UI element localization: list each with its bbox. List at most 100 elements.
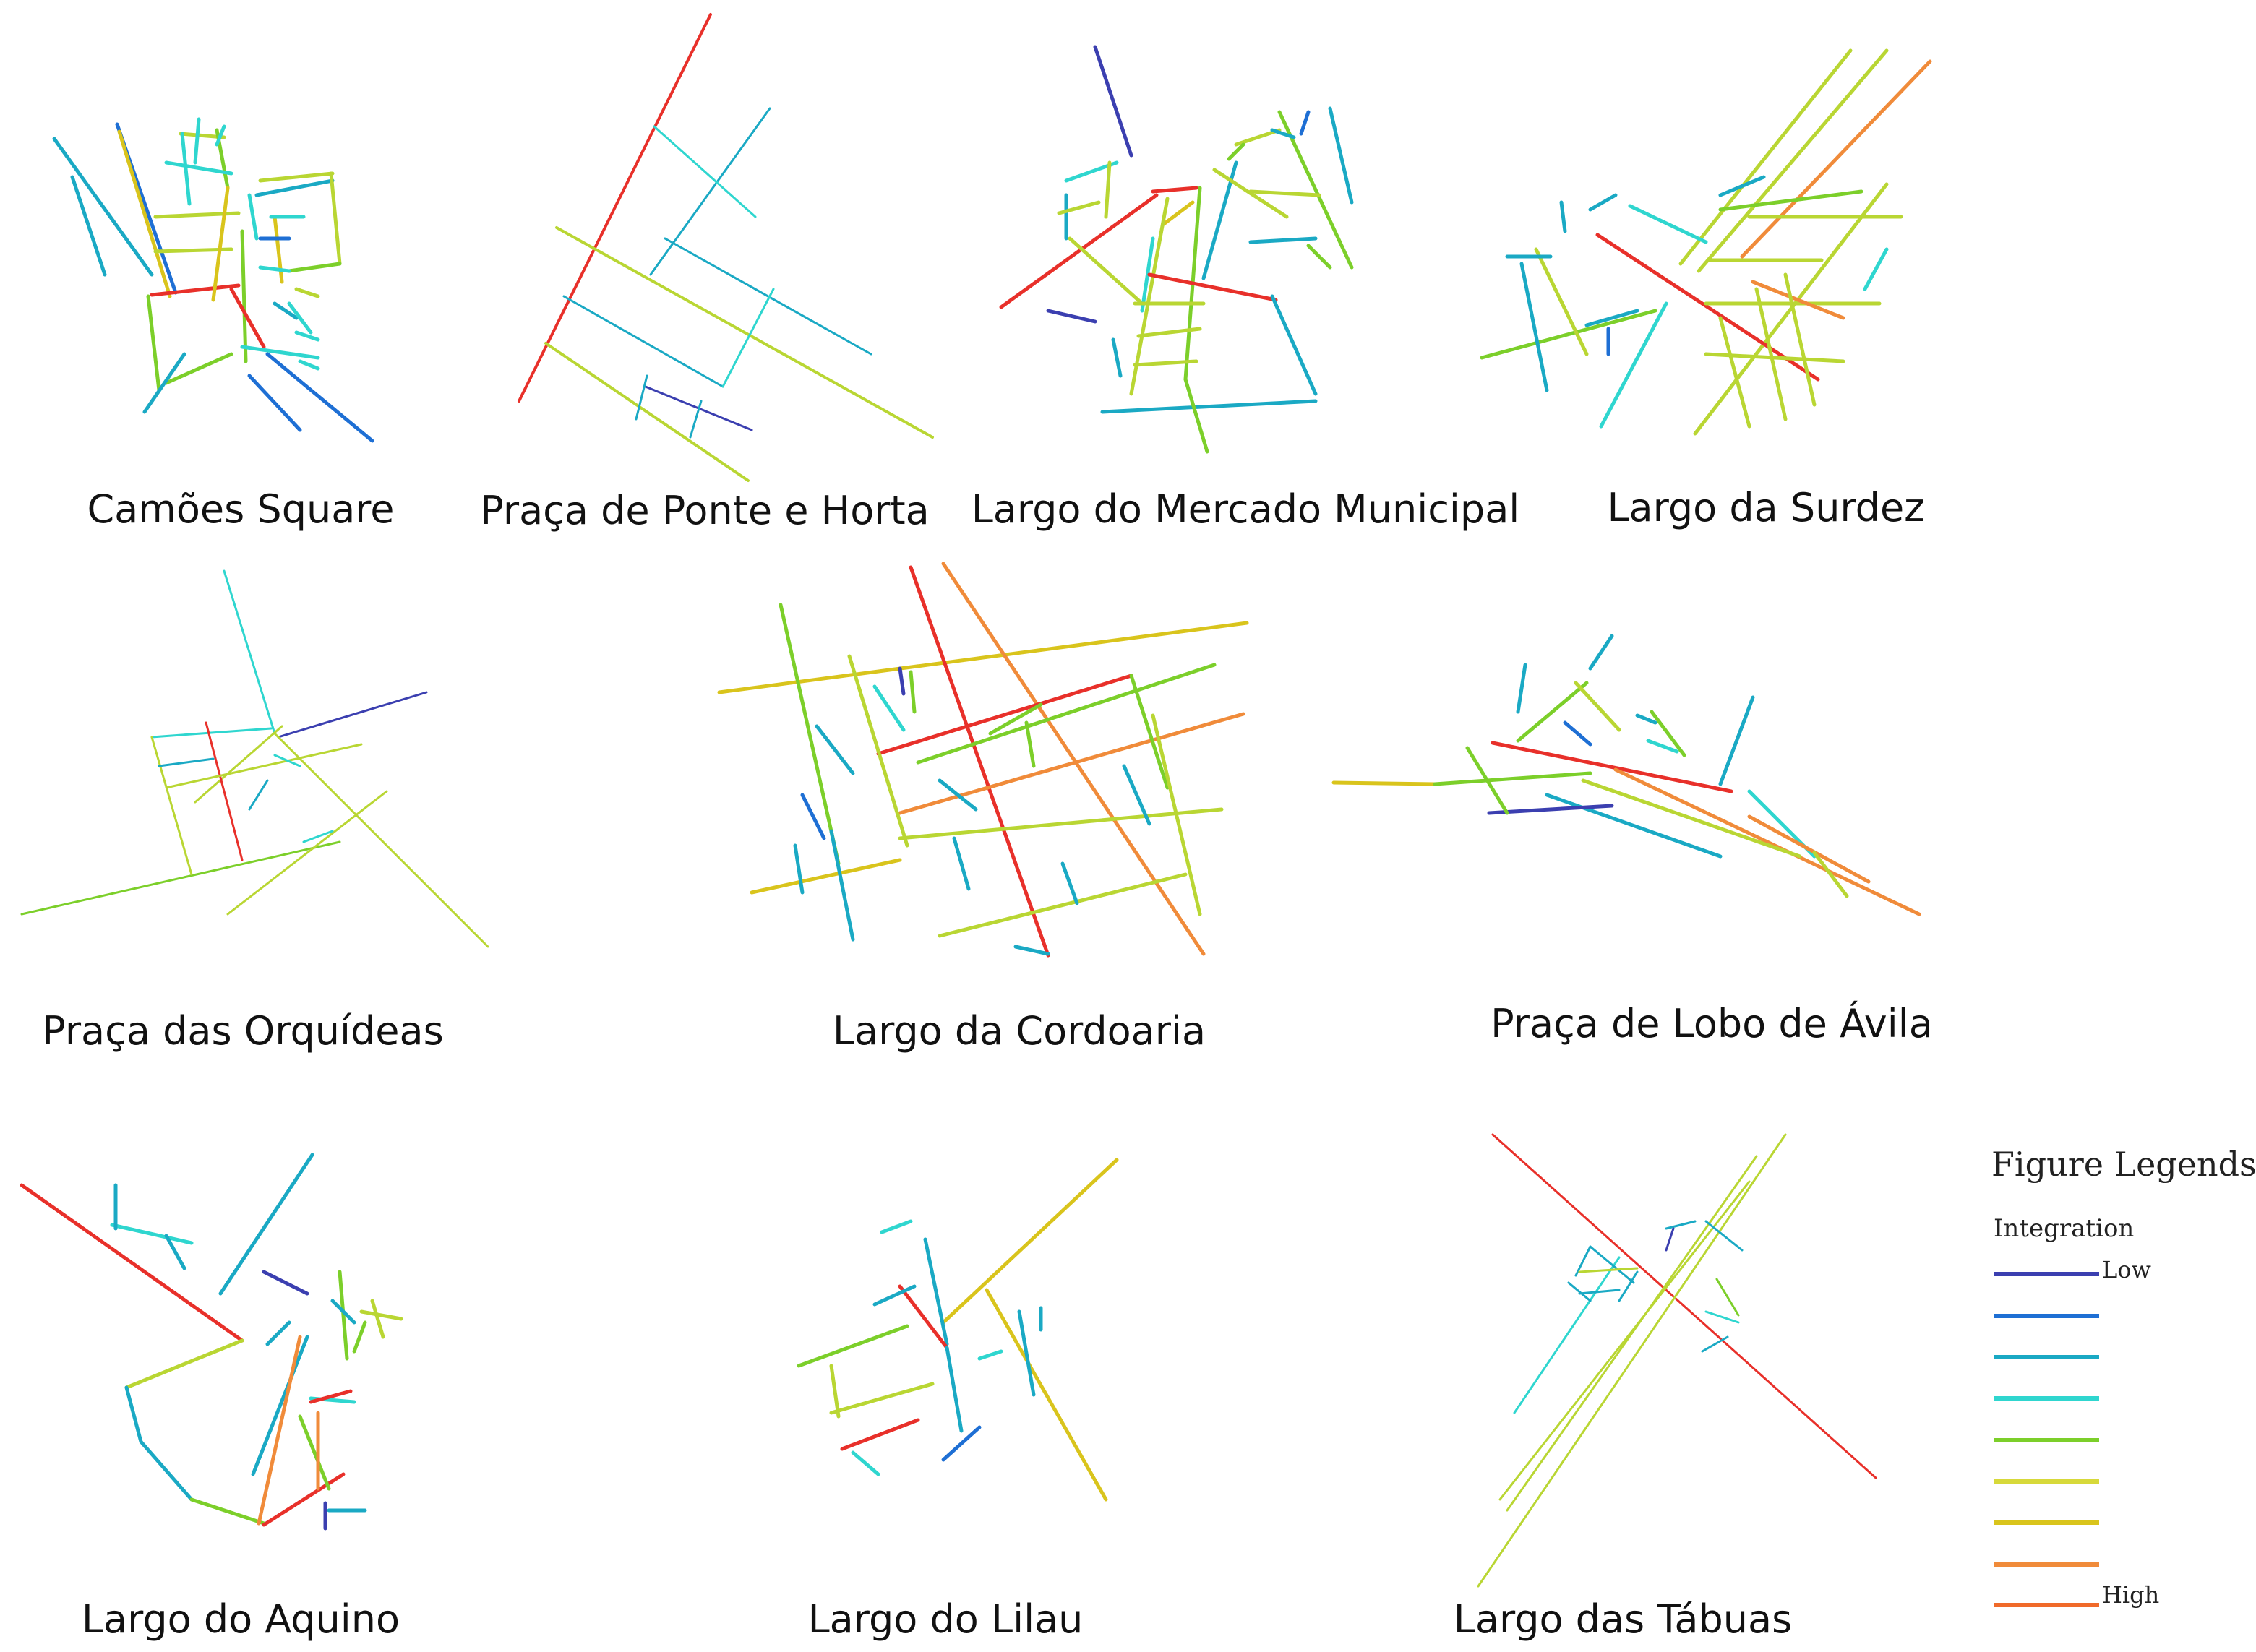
axial-line xyxy=(999,193,1159,309)
axial-line xyxy=(1060,861,1079,905)
legend-swatch xyxy=(1994,1520,2099,1525)
axial-line xyxy=(1151,713,1202,916)
axial-line xyxy=(1613,767,1921,916)
axial-line xyxy=(1248,189,1321,197)
axial-line xyxy=(1270,294,1318,396)
caption-praca-de-ponte-e-horta: Praça de Ponte e Horta xyxy=(480,488,930,533)
axial-line xyxy=(370,1299,385,1339)
axial-line xyxy=(872,1284,917,1307)
legend-swatch xyxy=(1994,1355,2099,1359)
axial-line xyxy=(273,754,301,767)
axial-line xyxy=(1093,45,1133,158)
axial-line xyxy=(555,226,934,439)
axial-line xyxy=(985,1288,1108,1502)
axial-line xyxy=(1136,327,1202,338)
axial-line xyxy=(1665,1220,1697,1230)
legend-high-label: High xyxy=(2102,1581,2160,1609)
axial-line xyxy=(265,352,374,443)
axial-line xyxy=(1678,48,1853,266)
axial-line xyxy=(1129,197,1170,396)
axial-line xyxy=(1588,634,1614,671)
axial-line xyxy=(329,171,342,266)
axial-line xyxy=(1328,106,1354,205)
axial-line xyxy=(1578,1289,1621,1295)
axial-line xyxy=(158,757,215,767)
axial-line xyxy=(1046,309,1097,324)
axial-line xyxy=(1299,110,1311,136)
axial-line xyxy=(1498,1180,1751,1501)
axial-line xyxy=(254,178,335,197)
axial-line xyxy=(945,1346,964,1433)
axial-line xyxy=(70,175,107,277)
axial-line xyxy=(1491,1133,1877,1479)
axial-line xyxy=(952,836,971,891)
axial-line xyxy=(52,137,154,277)
axial-line xyxy=(1704,1220,1744,1252)
axial-line xyxy=(287,262,342,273)
axial-line xyxy=(1628,204,1708,244)
axial-line xyxy=(1248,236,1318,244)
caption-largo-do-lilau: Largo do Lilau xyxy=(807,1596,1084,1642)
axial-line xyxy=(1740,59,1932,259)
axial-line xyxy=(193,117,201,165)
axial-line xyxy=(1574,681,1621,732)
axial-line xyxy=(273,732,489,948)
axial-line xyxy=(1057,200,1101,215)
axial-line xyxy=(1783,272,1817,407)
axial-maps-group xyxy=(20,13,1932,1588)
axial-line xyxy=(829,1364,841,1419)
axial-line xyxy=(1718,695,1755,786)
axial-line xyxy=(1491,741,1733,793)
axial-line xyxy=(287,301,313,335)
axial-line xyxy=(872,684,906,732)
axial-line xyxy=(1433,771,1592,786)
axial-line xyxy=(1563,720,1592,747)
caption-largo-das-tabuas: Largo das Tábuas xyxy=(1453,1596,1793,1642)
caption-praca-das-orquideas: Praça das Orquídeas xyxy=(42,1008,444,1054)
axial-line xyxy=(1480,309,1657,360)
axial-line xyxy=(110,1223,194,1245)
axial-line xyxy=(1465,746,1509,815)
legend-swatch xyxy=(1994,1479,2099,1484)
axial-line xyxy=(247,374,302,432)
axial-line xyxy=(876,674,1133,756)
axial-line xyxy=(1183,377,1209,454)
axial-line xyxy=(359,1309,403,1321)
axial-line xyxy=(1863,247,1889,291)
axial-line xyxy=(215,124,226,147)
axial-line xyxy=(1584,309,1639,327)
axial-line xyxy=(1519,262,1549,392)
axial-line xyxy=(262,1270,309,1296)
axial-line xyxy=(800,793,826,840)
axial-line xyxy=(1013,945,1050,956)
axial-line xyxy=(1487,804,1614,815)
axial-line xyxy=(1754,287,1788,421)
legend-swatch xyxy=(1994,1438,2099,1442)
caption-largo-da-cordoaria: Largo da Cordoaria xyxy=(832,1008,1206,1054)
axial-line xyxy=(851,1450,880,1476)
caption-largo-da-surdez: Largo da Surdez xyxy=(1607,485,1925,530)
axial-line xyxy=(840,1418,920,1451)
legend-swatch xyxy=(1994,1396,2099,1401)
caption-camoes-square: Camões Square xyxy=(87,486,395,532)
axial-line xyxy=(277,691,428,739)
axial-line xyxy=(1646,739,1679,754)
axial-line xyxy=(1718,189,1863,212)
axial-line xyxy=(1704,352,1845,363)
axial-line xyxy=(223,569,276,735)
axial-line xyxy=(941,562,1206,956)
axial-line xyxy=(1129,674,1170,790)
axial-line xyxy=(180,132,192,206)
axial-line xyxy=(898,712,1245,815)
axial-line xyxy=(1151,186,1198,194)
axial-line xyxy=(1589,1245,1635,1284)
axial-line xyxy=(1581,778,1802,859)
axial-line xyxy=(1650,710,1686,757)
axial-line xyxy=(1718,316,1751,429)
axial-line xyxy=(20,1183,244,1343)
axial-line xyxy=(1534,247,1589,356)
axial-line xyxy=(164,160,233,176)
axial-line xyxy=(793,843,805,895)
axial-line xyxy=(938,778,978,812)
axial-line xyxy=(273,215,284,284)
